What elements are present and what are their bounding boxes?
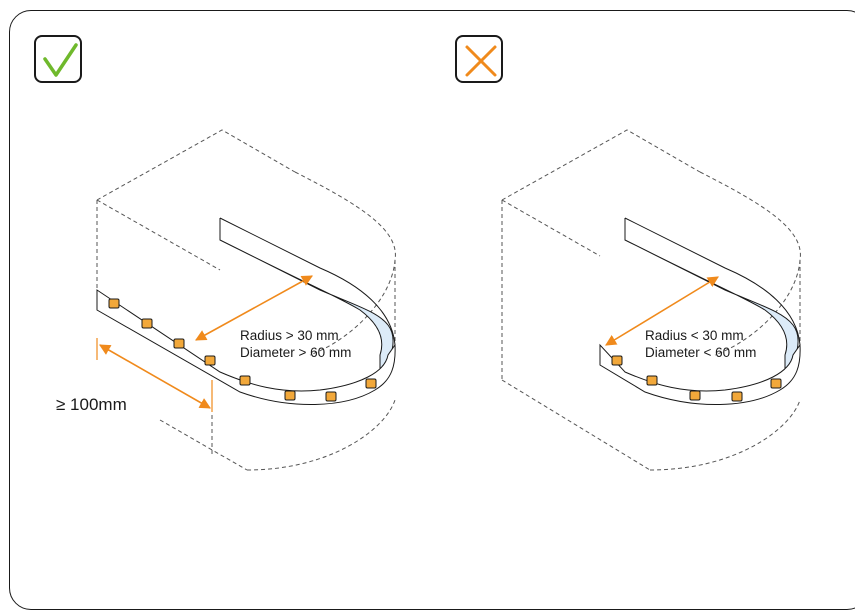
left-radius-arrow <box>195 275 313 341</box>
left-led-strip <box>96 217 396 405</box>
right-radius-label: Radius < 30 mm <box>645 328 744 343</box>
right-led-strip <box>599 217 801 405</box>
length-label: ≥ 100mm <box>56 395 127 414</box>
left-radius-label: Radius > 30 mm <box>240 328 339 343</box>
right-radius-arrow <box>605 276 719 346</box>
cross-icon <box>465 45 497 77</box>
length-dimension-arrow <box>99 344 211 409</box>
left-diameter-label: Diameter > 60 mm <box>240 345 351 360</box>
incorrect-badge <box>455 35 503 83</box>
right-block-outline <box>501 129 801 471</box>
illustration: Radius > 30 mm Diameter > 60 mm ≥ 100mm … <box>56 129 801 471</box>
correct-badge <box>34 35 82 83</box>
left-block-outline <box>96 129 396 471</box>
right-diameter-label: Diameter < 60 mm <box>645 345 756 360</box>
checkmark-icon <box>43 43 78 77</box>
